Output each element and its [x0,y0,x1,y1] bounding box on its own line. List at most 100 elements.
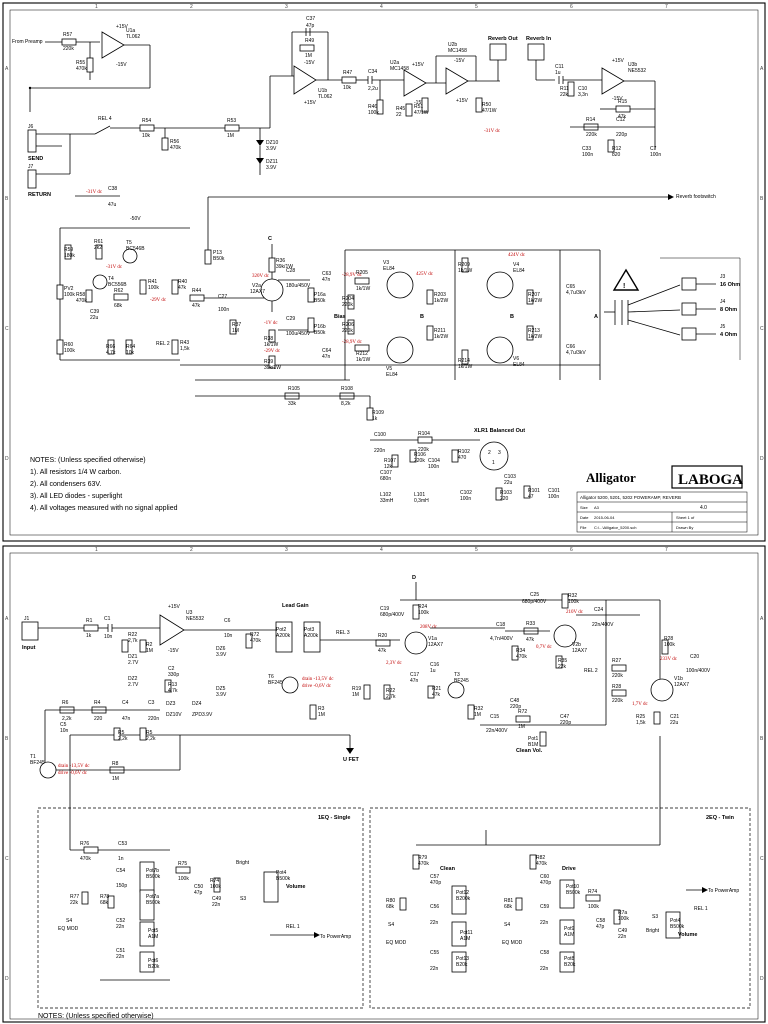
svg-text:R101: R101 [528,488,540,494]
top-note-1: 1). All resistors 1/4 W carbon. [30,469,121,476]
lead-gain-label: Lead Gain [282,603,309,609]
svg-text:REL 2: REL 2 [156,341,170,347]
file-key: File [580,525,587,530]
svg-text:22n: 22n [618,934,627,940]
jack-j7-label: J7 [28,164,34,170]
svg-text:100k: 100k [568,599,579,605]
svg-text:22k: 22k [560,92,569,98]
svg-text:C49: C49 [618,928,627,934]
svg-text:1M: 1M [227,133,234,139]
svg-text:22n: 22n [116,924,125,930]
svg-text:-15V: -15V [116,62,127,68]
bright-twin-label: Bright [646,928,660,934]
svg-text:C7: C7 [650,146,657,152]
file-value: C:\...\Alligator_5200.sch [594,525,636,530]
svg-text:68k: 68k [114,303,123,309]
svg-text:R13: R13 [168,682,177,688]
svg-text:39k/1W: 39k/1W [264,365,281,371]
svg-text:Pot5: Pot5 [148,928,159,934]
svg-text:R102: R102 [458,449,470,455]
svg-text:1k/2W: 1k/2W [528,334,542,340]
svg-text:100k: 100k [148,285,159,291]
svg-text:47p: 47p [596,924,605,930]
node-b-left-label: B [420,314,424,320]
svg-text:BF245: BF245 [30,760,45,766]
svg-text:470k: 470k [170,145,181,151]
svg-text:R22: R22 [386,688,395,694]
svg-text:22n: 22n [540,920,549,926]
top-note-3: 3). All LED diodes - superlight [30,493,122,500]
svg-text:10n: 10n [60,728,69,734]
return-label: RETURN [28,192,51,198]
title-block: Alligator LABOGA Alligator 5200, 5201, 5… [576,465,748,533]
svg-text:EL84: EL84 [513,362,525,368]
svg-text:4,7k: 4,7k [168,688,178,694]
svg-text:100k: 100k [210,884,221,890]
svg-text:-1V dc: -1V dc [264,321,278,326]
svg-text:Pot6: Pot6 [148,958,159,964]
svg-text:220k: 220k [418,447,429,453]
svg-text:470k: 470k [76,298,87,304]
svg-text:V5: V5 [386,366,392,372]
svg-text:22n: 22n [430,920,439,926]
svg-text:100n: 100n [650,152,661,158]
svg-text:680p/400V: 680p/400V [380,612,405,618]
svg-text:47/1W: 47/1W [482,108,497,114]
svg-text:33mH: 33mH [380,498,394,504]
svg-text:1: 1 [95,547,98,553]
svg-text:2,7k: 2,7k [128,638,138,644]
svg-text:Pot8: Pot8 [564,956,575,962]
svg-text:B200k: B200k [456,896,471,902]
svg-text:-31V dc: -31V dc [484,129,501,134]
svg-text:C19: C19 [380,606,389,612]
svg-text:B: B [5,196,9,202]
svg-text:T4: T4 [108,276,114,282]
svg-text:C10: C10 [578,86,587,92]
svg-text:DZ10: DZ10 [266,140,278,146]
output-4-ohm: 4 Ohm [720,332,737,338]
svg-text:C39: C39 [90,309,99,315]
title-text: Alligator 5200, 5201, 5202 POWERAMP, REV… [580,495,681,500]
svg-text:C3: C3 [148,700,155,706]
svg-text:R55: R55 [76,60,85,66]
svg-text:R28: R28 [612,684,621,690]
svg-text:R203: R203 [434,292,446,298]
svg-text:12AX7: 12AX7 [674,682,689,688]
svg-text:C50: C50 [194,884,203,890]
svg-text:U1b: U1b [318,88,327,94]
svg-text:R32: R32 [474,706,483,712]
svg-text:R27: R27 [612,658,621,664]
svg-text:Pot7b: Pot7b [146,868,159,874]
svg-text:22: 22 [396,112,402,118]
svg-text:10n: 10n [104,634,113,640]
svg-text:47k: 47k [618,114,627,120]
svg-text:2,2u: 2,2u [368,86,378,92]
svg-text:R1: R1 [86,618,93,624]
svg-text:B500k: B500k [146,900,161,906]
svg-text:R28: R28 [664,636,673,642]
svg-text:R103: R103 [500,490,512,496]
svg-text:C27: C27 [218,294,227,300]
svg-text:C17: C17 [410,672,419,678]
svg-text:470k: 470k [80,856,91,862]
svg-text:47n: 47n [410,678,419,684]
svg-text:R56: R56 [170,139,179,145]
svg-text:4,7u/3kV: 4,7u/3kV [566,350,586,356]
svg-text:100k: 100k [368,110,379,116]
svg-text:+15V: +15V [612,58,624,64]
svg-text:1k/2W: 1k/2W [434,334,448,340]
svg-text:3,3n: 3,3n [578,92,588,98]
svg-text:Pot3: Pot3 [304,627,315,633]
svg-text:220k: 220k [63,46,74,52]
svg-text:R213: R213 [528,328,540,334]
svg-text:S4: S4 [66,918,72,924]
svg-text:R33: R33 [526,621,535,627]
svg-text:V1a: V1a [428,636,437,642]
svg-text:R53: R53 [227,118,236,124]
svg-text:100k: 100k [618,916,629,922]
input-label: Input [22,645,36,651]
svg-text:U3: U3 [186,610,193,616]
svg-text:Pot1: Pot1 [528,736,539,742]
bright-single-label: Bright [236,860,250,866]
